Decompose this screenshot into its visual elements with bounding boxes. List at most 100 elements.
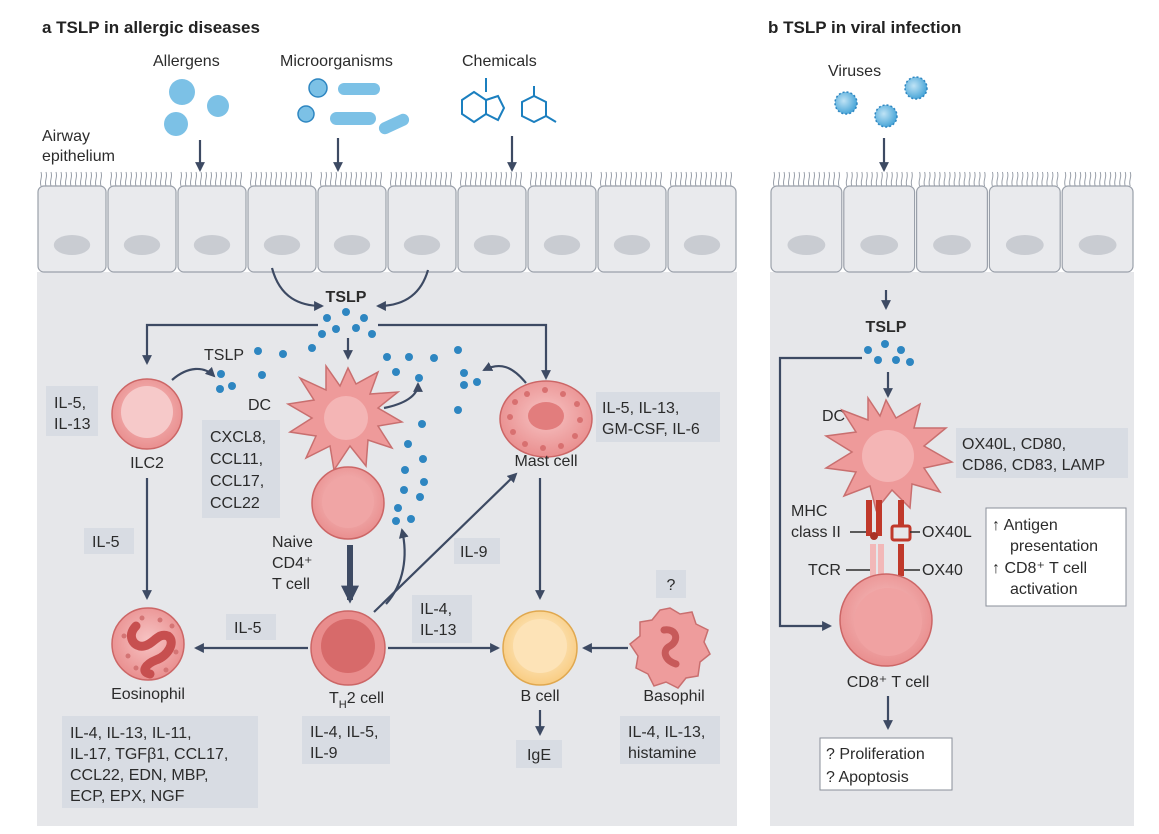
ige-label: IgE — [527, 747, 551, 764]
epithelial-cell — [247, 171, 317, 273]
effects-line-2: presentation — [1010, 538, 1098, 555]
eosinophil-label: Eosinophil — [111, 686, 185, 703]
basophil-question: ? — [667, 577, 676, 594]
il5-th2-box — [226, 614, 276, 640]
eos-box-line-3: CCL22, EDN, MBP, — [70, 767, 208, 784]
mhc-label-1: MHC — [791, 503, 827, 520]
airway-epithelium — [37, 171, 737, 273]
dc-label: DC — [248, 397, 271, 414]
ige-box — [516, 740, 562, 768]
tslp-dots-cluster — [318, 308, 376, 338]
tslp-label: TSLP — [326, 289, 367, 306]
baso-box-line-1: IL-4, IL-13, — [628, 724, 705, 741]
eosinophil-mediator-box — [62, 716, 258, 808]
ilc2-cytokine-box — [46, 386, 98, 436]
tslp-arrow-right — [376, 269, 430, 311]
ilc2-box-line-1: IL-5, — [54, 395, 86, 412]
il5-th2-label: IL-5 — [234, 620, 262, 637]
mhc-label-2: class II — [791, 524, 841, 541]
tslp-to-cd8-arrow — [778, 356, 862, 631]
dc-box-line-2: CCL11, — [210, 451, 263, 468]
th2-to-mast-arrow — [373, 472, 518, 613]
basophil-label: Basophil — [643, 688, 704, 705]
epithelial-cell — [988, 171, 1061, 273]
effects-box — [985, 507, 1127, 607]
dc-label-b: DC — [822, 408, 845, 425]
panel-b-title: b TSLP in viral infection — [768, 18, 961, 37]
effects-line-4: activation — [1010, 581, 1078, 598]
epithelial-cell — [317, 171, 387, 273]
mast-cell-label: Mast cell — [514, 453, 577, 470]
naive-label-3: T cell — [272, 576, 310, 593]
chemicals-label: Chemicals — [462, 53, 537, 70]
tslp-arrow-left — [270, 267, 324, 311]
naive-label-1: Naive — [272, 534, 313, 551]
mast-tslp-arrow — [482, 362, 527, 384]
dc-box-line-1: CXCL8, — [210, 429, 266, 446]
allergen-particles-icon — [164, 79, 229, 136]
epithelial-cell — [667, 171, 737, 273]
tcr-label: TCR — [808, 562, 841, 579]
eos-box-line-4: ECP, EPX, NGF — [70, 788, 185, 805]
viruses-label: Viruses — [828, 63, 881, 80]
il9-label: IL-9 — [460, 544, 488, 561]
ox40l-label: OX40L — [922, 524, 972, 541]
eos-box-line-1: IL-4, IL-13, IL-11, — [70, 725, 192, 742]
epithelial-cell — [107, 171, 177, 273]
epithelial-cell — [387, 171, 457, 273]
th2-tslp-arrow — [385, 528, 409, 605]
epithelial-cell — [597, 171, 667, 273]
question-box — [656, 570, 686, 598]
epithelial-cell — [1061, 171, 1134, 273]
mast-box-line-1: IL-5, IL-13, — [602, 400, 679, 417]
epithelial-cell — [37, 171, 107, 273]
epithelial-cell — [915, 171, 988, 273]
b-cell-label: B cell — [520, 688, 559, 705]
mhc-tcr-receptors — [866, 500, 912, 576]
tslp-dots-b — [864, 340, 914, 366]
mast-cell — [499, 380, 593, 458]
epithelium-label: epithelium — [42, 148, 115, 165]
dc-costim-box — [956, 428, 1128, 478]
allergens-label: Allergens — [153, 53, 220, 70]
arrow-to-ilc2 — [142, 323, 318, 365]
outcome-line-2: ? Apoptosis — [826, 769, 909, 786]
microorganisms-label: Microorganisms — [280, 53, 393, 70]
dc-costim-line-1: OX40L, CD80, — [962, 436, 1066, 453]
ilc2-tslp-arrow — [171, 366, 216, 381]
th2-box-line-1: IL-4, IL-5, — [310, 724, 378, 741]
effects-line-1: ↑ Antigen — [992, 517, 1058, 534]
panel-a-title: a TSLP in allergic diseases — [42, 18, 260, 37]
il5-ilc2-box — [84, 528, 134, 554]
outcome-line-1: ? Proliferation — [826, 746, 925, 763]
tslp-small-label: TSLP — [204, 347, 244, 364]
dc-box-line-4: CCL22 — [210, 495, 260, 512]
airway-epithelium-b — [770, 171, 1134, 273]
naive-cd4-t-cell — [311, 466, 385, 540]
ilc2-cell — [111, 378, 183, 450]
epithelial-cell — [843, 171, 916, 273]
dc-costim-line-2: CD86, CD83, LAMP — [962, 457, 1105, 474]
il4-il13-line-1: IL-4, — [420, 601, 452, 618]
ilc2-box-line-2: IL-13 — [54, 416, 91, 433]
il5-ilc2-label: IL-5 — [92, 534, 120, 551]
il4-il13-line-2: IL-13 — [420, 622, 457, 639]
tslp-label-b: TSLP — [866, 319, 907, 336]
arrow-to-mast-cell — [378, 323, 551, 380]
panel-b: b TSLP in viral infection Viruses TSLP D… — [768, 18, 1134, 826]
dendritic-cell — [285, 363, 405, 472]
il4-il13-box — [412, 595, 472, 643]
eosinophil-cell — [111, 607, 185, 681]
mast-box-line-2: GM-CSF, IL-6 — [602, 421, 700, 438]
th2-label: TH2 cell — [329, 690, 384, 711]
baso-box-line-2: histamine — [628, 745, 697, 762]
tslp-dots-scattered — [216, 344, 481, 525]
th2-cell — [310, 610, 386, 686]
naive-label-2: CD4⁺ — [272, 555, 312, 572]
effects-line-3: ↑ CD8⁺ T cell — [992, 560, 1087, 577]
epithelial-cell — [457, 171, 527, 273]
ox40-label: OX40 — [922, 562, 963, 579]
th2-cytokine-box — [302, 716, 390, 764]
chemicals-icon — [461, 78, 557, 124]
cd8-label: CD8⁺ T cell — [847, 674, 930, 691]
